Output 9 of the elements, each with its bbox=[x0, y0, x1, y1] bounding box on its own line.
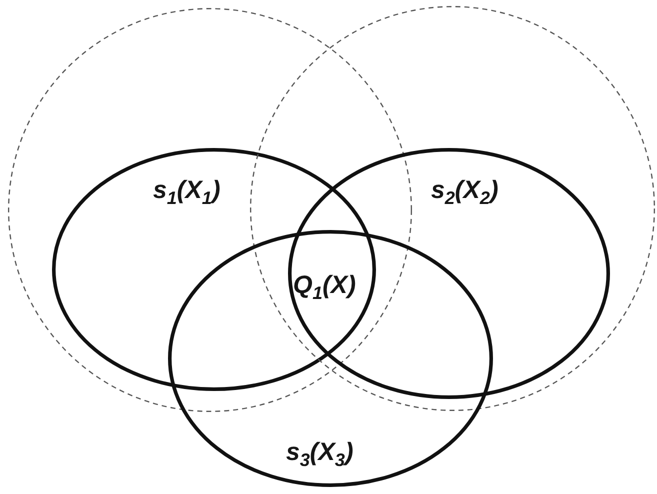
dashed-circle bbox=[250, 6, 655, 411]
dashed-circle bbox=[8, 8, 412, 412]
set-label: s$_{1}$(X$_{1}$) bbox=[153, 175, 220, 205]
set-label: s$_{2}$(X$_{2}$) bbox=[431, 175, 498, 205]
intersection-label: Q$_{1}$(X) bbox=[293, 270, 356, 300]
set-ellipse bbox=[52, 148, 376, 391]
set-label: s$_{3}$(X$_{3}$) bbox=[286, 437, 354, 467]
set-ellipse bbox=[288, 148, 610, 399]
set-ellipse bbox=[168, 230, 493, 487]
